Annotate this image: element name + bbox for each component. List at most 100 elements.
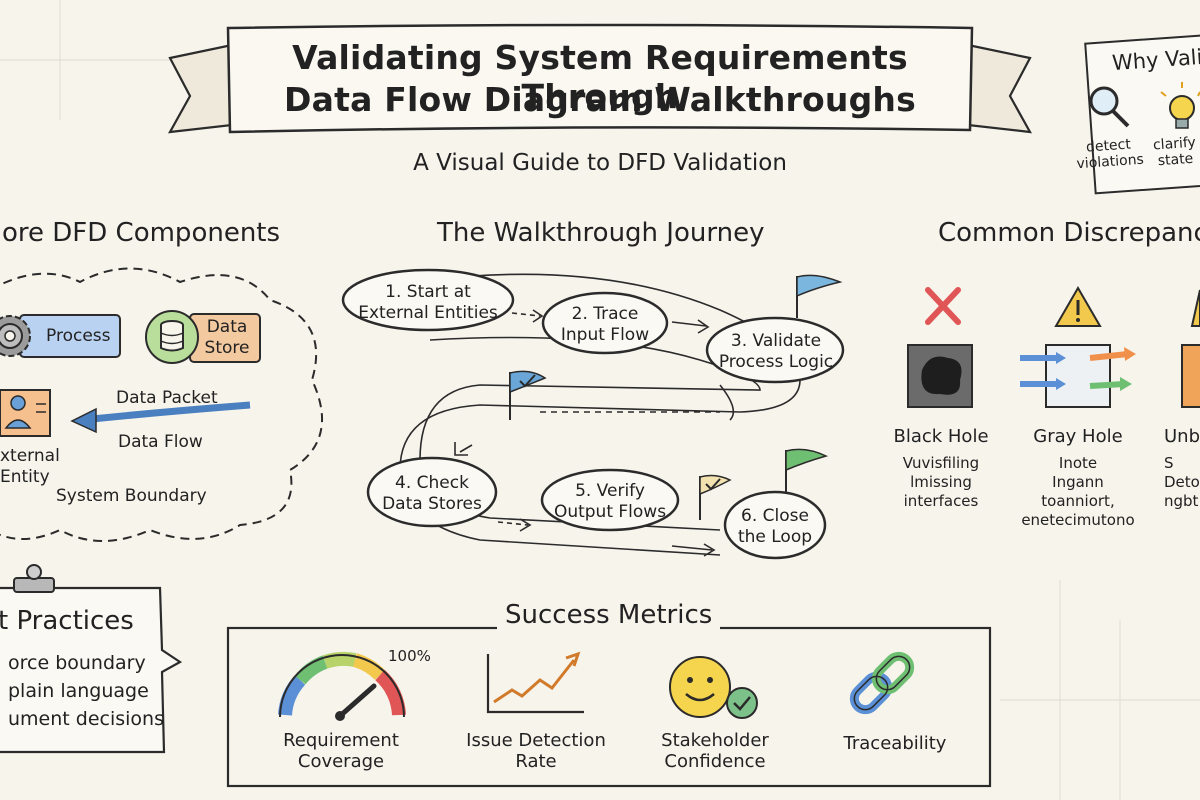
trend-chart-icon	[486, 651, 584, 714]
data-flow-arrow	[70, 401, 251, 434]
data-store-label-line1: Data	[206, 317, 248, 337]
black-hole-desc-line2: lmissing	[910, 473, 972, 491]
journey-step-1-line2: External Entities	[358, 303, 498, 323]
gear-icon	[0, 315, 31, 357]
metric-requirement-coverage-line1: Requirement	[283, 730, 399, 751]
subtitle: A Visual Guide to DFD Validation	[413, 150, 787, 176]
metric-issue-detection-line2: Rate	[515, 751, 557, 772]
title-banner	[168, 23, 1032, 134]
journey-node-6	[723, 490, 827, 560]
metric-stakeholder-confidence: Stakeholder Confidence	[640, 730, 790, 772]
gray-hole-desc: Inote Ingann toanniort, enetecimutono	[1012, 454, 1144, 530]
smiley-check-icon	[669, 656, 758, 719]
journey-step-4-line2: Data Stores	[382, 494, 482, 514]
external-entity-label-line2: Entity	[0, 467, 50, 487]
unbalanced-desc-line2: Deto	[1164, 473, 1200, 491]
journey-step-5-line2: Output Flows	[553, 502, 667, 522]
warning-icon	[1054, 286, 1102, 327]
lightbulb-icon	[1160, 82, 1200, 129]
metrics-heading: Success Metrics	[497, 600, 721, 630]
title-line-1: Validating System Requirements Through	[292, 38, 908, 116]
black-hole-desc-line1: Vuvisfiling	[902, 454, 980, 472]
database-icon	[160, 320, 184, 352]
journey-step-4-line1: 4. Check	[395, 473, 469, 493]
gray-hole-desc-line3: toanniort,	[1041, 492, 1115, 510]
why-item-detect: detect violations	[1075, 136, 1144, 172]
why-item-clarify: clarify state	[1149, 134, 1200, 170]
unbalanced-desc: S Deto ngbt	[1164, 454, 1200, 511]
person-icon	[4, 395, 46, 429]
journey-step-2-line2: Input Flow	[560, 325, 650, 345]
metric-stakeholder-confidence-line1: Stakeholder	[661, 730, 769, 751]
journey-node-4	[366, 456, 498, 528]
unbalanced-icon-partial	[1181, 344, 1200, 408]
title-line-2: Data Flow Diagram Walkthroughs	[284, 80, 916, 119]
gauge-value-label: 100%	[388, 647, 431, 665]
chain-link-icon	[849, 651, 915, 715]
data-store-label: Data Store	[198, 317, 256, 359]
why-panel-card	[1084, 32, 1200, 195]
flag-icon-green-top	[796, 274, 843, 318]
best-practice-item-1: orce boundary	[8, 652, 146, 674]
external-entity-label: xternal Entity	[0, 446, 60, 488]
journey-node-2	[541, 291, 669, 355]
journey-step-3-line1: 3. Validate	[730, 331, 822, 351]
unbalanced-desc-line1: S	[1164, 454, 1174, 472]
error-x-icon	[925, 287, 961, 325]
best-practice-item-3: ument decisions	[8, 708, 164, 730]
journey-node-1	[341, 268, 515, 332]
system-boundary-cloud	[0, 267, 324, 542]
gauge-icon	[278, 651, 406, 721]
magnifier-icon	[1089, 86, 1130, 128]
data-store-node	[145, 310, 261, 364]
black-hole-desc-line3: interfaces	[903, 492, 979, 510]
metric-requirement-coverage-line2: Coverage	[297, 751, 385, 772]
journey-step-4: 4. Check Data Stores	[372, 473, 492, 515]
gray-hole-desc-line2: Ingann	[1052, 473, 1104, 491]
black-hole-name: Black Hole	[893, 426, 989, 447]
journey-step-2-line1: 2. Trace	[571, 304, 639, 324]
journey-step-2: 2. Trace Input Flow	[548, 304, 662, 346]
data-packet-label: Data Packet	[116, 388, 218, 408]
journey-step-6: 6. Close the Loop	[730, 506, 820, 548]
journey-step-5: 5. Verify Output Flows	[546, 481, 674, 523]
journey-step-6-line1: 6. Close	[741, 506, 809, 526]
clipboard-clip-icon	[13, 564, 55, 593]
warning-icon-partial	[1190, 289, 1200, 327]
flag-icon-green-bottom	[785, 448, 829, 494]
journey-node-3	[705, 316, 845, 384]
data-store-label-line2: Store	[204, 338, 250, 358]
best-practices-heading: t Practices	[0, 606, 134, 636]
why-item-clarify-line2: state	[1157, 150, 1194, 170]
journey-heading: The Walkthrough Journey	[437, 218, 765, 248]
external-entity-label-line1: xternal	[0, 446, 60, 466]
journey-step-1: 1. Start at External Entities	[348, 282, 508, 324]
gray-hole-desc-line1: Inote	[1058, 454, 1098, 472]
flag-icon-blue-check	[509, 370, 547, 420]
system-boundary-label: System Boundary	[56, 486, 207, 506]
journey-arrows	[454, 309, 735, 557]
unbalanced-desc-line3: ngbt	[1164, 492, 1199, 510]
flag-icon-cream-check	[699, 474, 732, 520]
best-practices-list: orce boundary plain language ument decis…	[8, 649, 164, 733]
gray-hole-desc-line4: enetecimutono	[1021, 511, 1135, 529]
journey-step-5-line1: 5. Verify	[575, 481, 645, 501]
metric-requirement-coverage: Requirement Coverage	[266, 730, 416, 772]
gray-hole-icon	[1020, 344, 1136, 408]
black-hole-icon	[907, 344, 973, 408]
journey-node-5	[540, 468, 680, 532]
black-hole-desc: Vuvisfiling lmissing interfaces	[880, 454, 1002, 511]
journey-step-3: 3. Validate Process Logic	[712, 331, 840, 373]
metric-issue-detection-line1: Issue Detection	[466, 730, 606, 751]
metric-traceability: Traceability	[843, 733, 947, 754]
best-practice-item-2: plain language	[8, 680, 149, 702]
discrepancies-heading: Common Discrepanci	[938, 218, 1200, 248]
process-label: Process	[46, 326, 111, 346]
data-flow-label: Data Flow	[118, 432, 203, 452]
metric-stakeholder-confidence-line2: Confidence	[664, 751, 766, 772]
metric-issue-detection: Issue Detection Rate	[456, 730, 616, 772]
journey-step-1-line1: 1. Start at	[385, 282, 471, 302]
gray-hole-name: Gray Hole	[1033, 426, 1123, 447]
